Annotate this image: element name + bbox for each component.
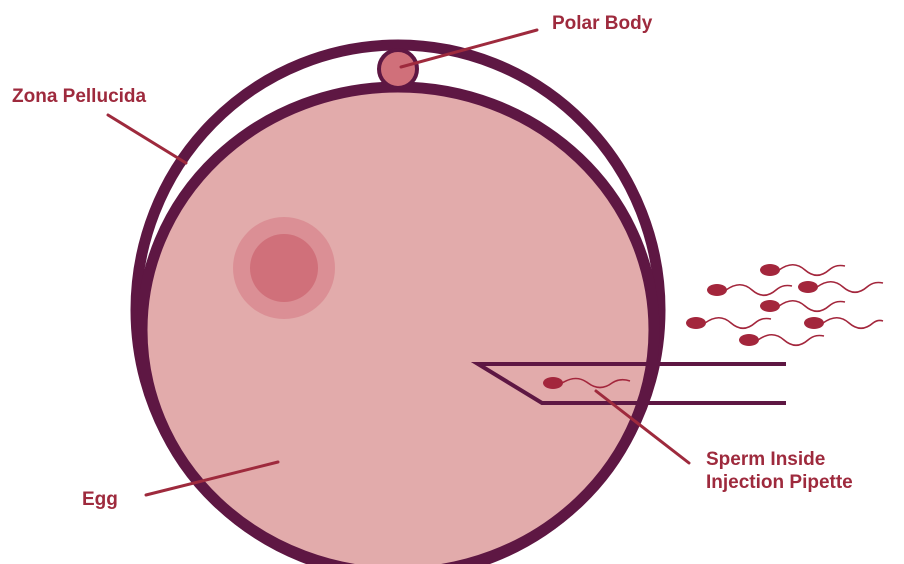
sperm-cell <box>760 264 845 276</box>
label-sperm-inside-injection-pipette: Sperm Inside Injection Pipette <box>706 448 853 494</box>
egg-body <box>142 87 654 564</box>
sperm-cell <box>798 281 883 293</box>
sperm-cell <box>707 284 792 296</box>
sperm-cell <box>739 334 824 346</box>
nucleus-inner <box>250 234 318 302</box>
sperm-cell <box>760 300 845 312</box>
polar-body <box>379 50 417 88</box>
label-sperm-line-1: Sperm Inside <box>706 448 853 471</box>
label-zona-pellucida: Zona Pellucida <box>12 85 146 108</box>
label-sperm-line-2: Injection Pipette <box>706 471 853 494</box>
label-polar-body: Polar Body <box>552 12 652 35</box>
sperm-cell <box>686 317 771 329</box>
leader-zona-pellucida <box>108 115 186 163</box>
sperm-cell <box>804 317 883 329</box>
label-egg: Egg <box>82 488 118 511</box>
sperm-head <box>543 377 563 389</box>
sperm-group <box>686 264 883 346</box>
